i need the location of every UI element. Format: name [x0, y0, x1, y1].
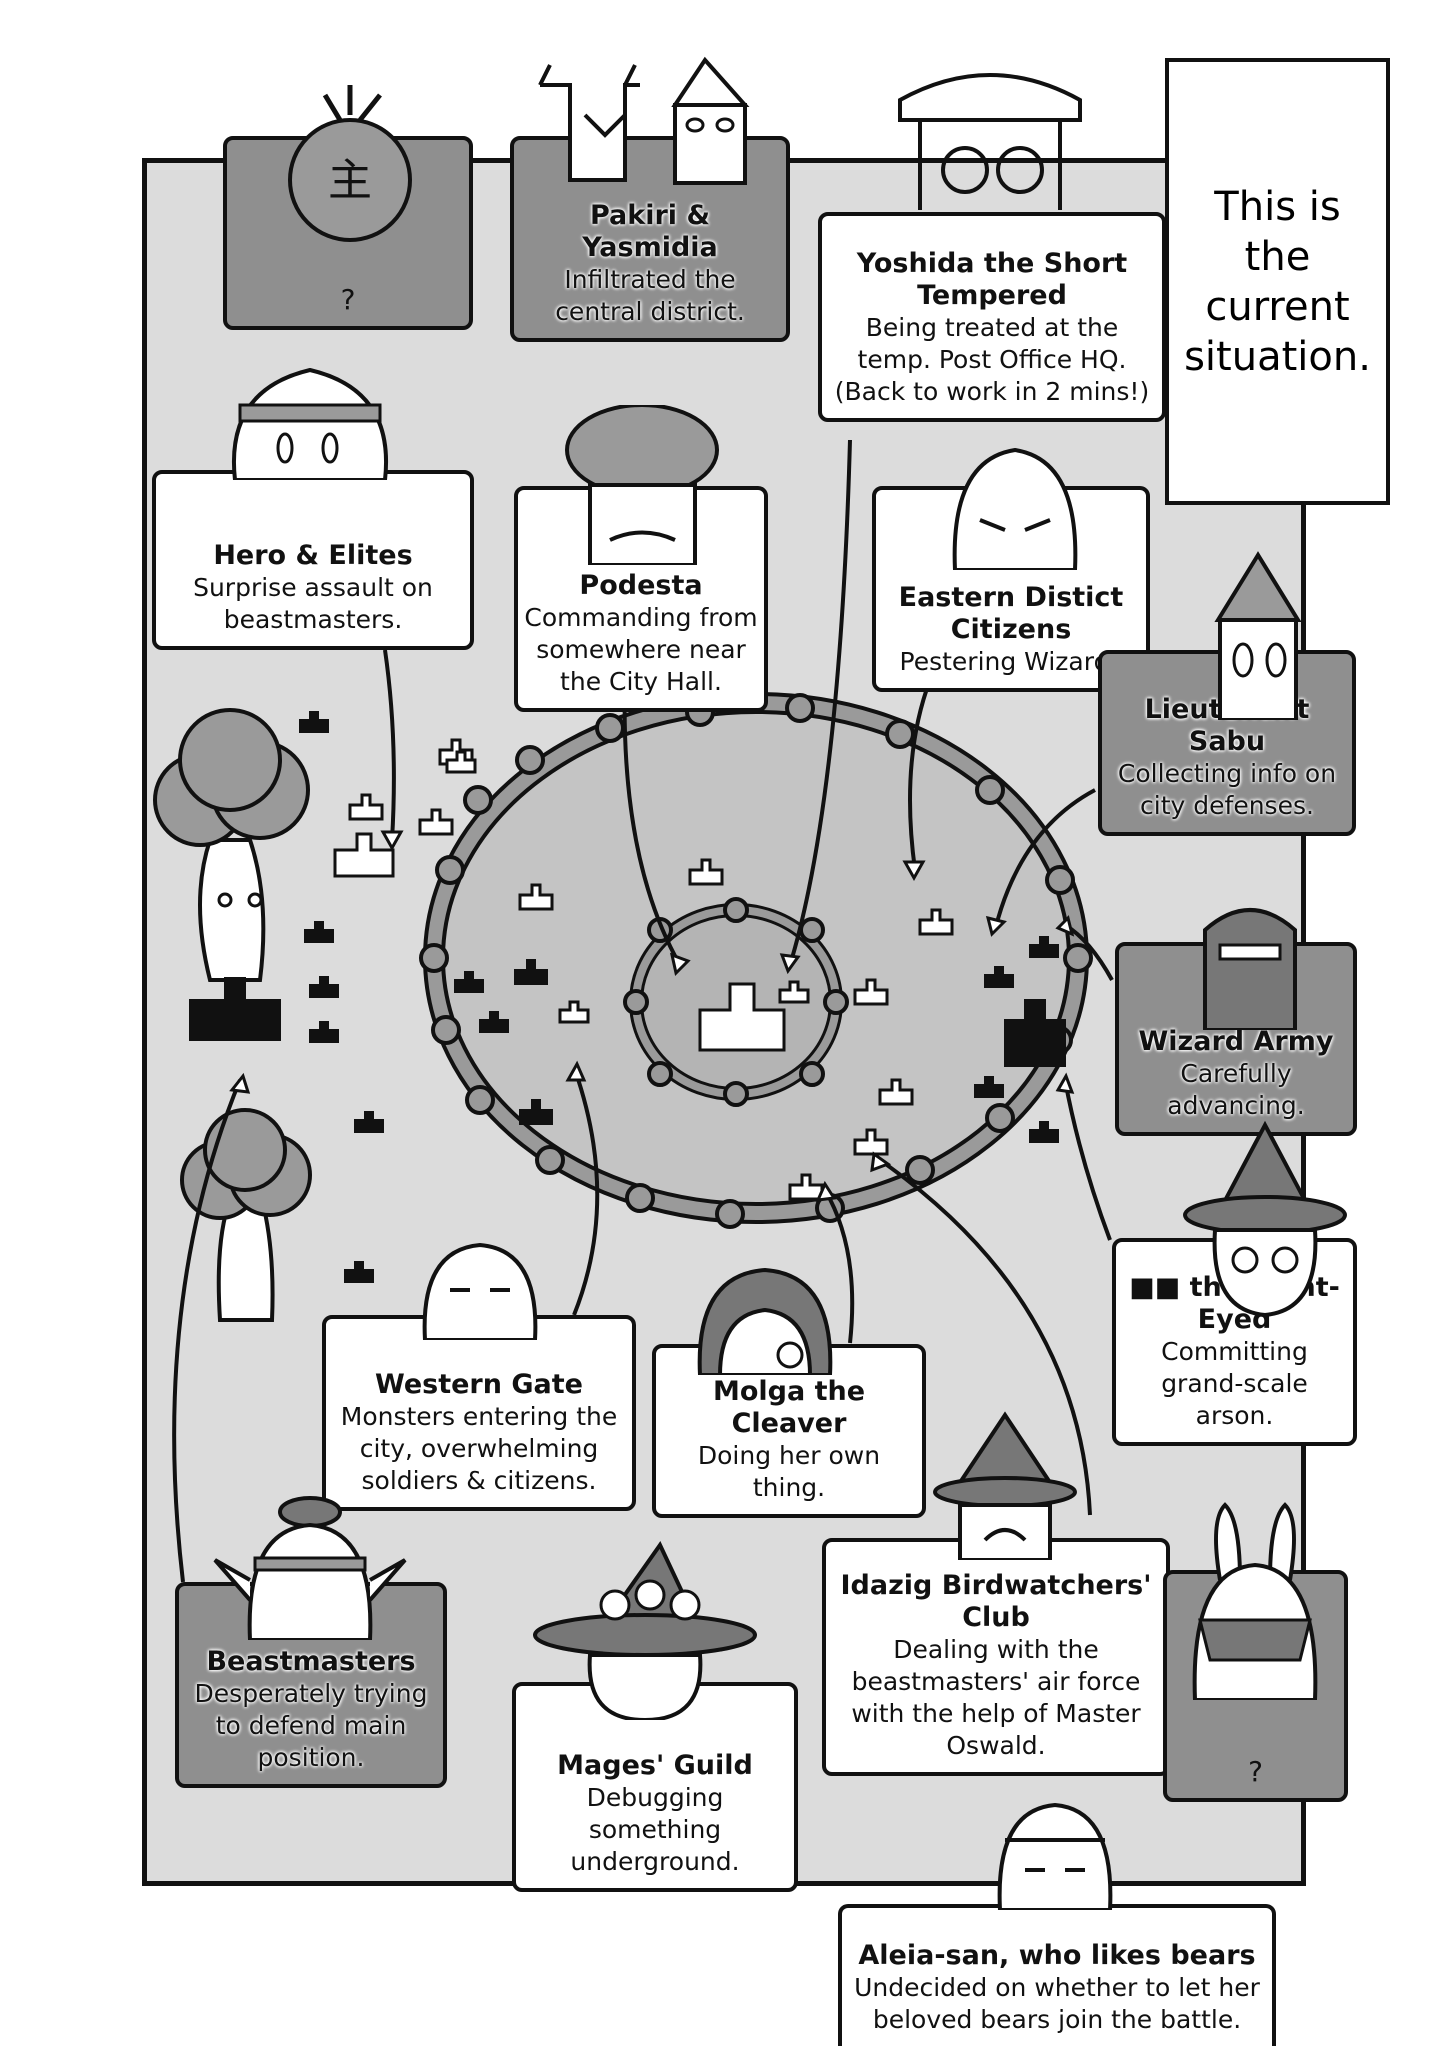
witch-hat-portrait-icon: [1183, 1120, 1347, 1318]
citizen-portrait-icon: [952, 447, 1078, 570]
hero-portrait-icon: [232, 367, 388, 480]
eastern-name: Eastern Distict Citizens: [898, 582, 1124, 645]
hero-name: Hero & Elites: [213, 540, 413, 571]
tree-large: [153, 708, 310, 982]
eight-eyed-desc: Committing grand-scale arson.: [1161, 1337, 1308, 1430]
kanji-label: 主: [328, 155, 372, 206]
aleia-portrait-icon: [997, 1802, 1113, 1910]
helmet-portrait-icon: [1203, 908, 1297, 1030]
defender-units: [333, 738, 954, 1201]
molga-desc: Doing her own thing.: [697, 1441, 881, 1502]
tree-small: [180, 1108, 312, 1322]
mages-guild-name: Mages' Guild: [557, 1750, 753, 1781]
aleia-desc: Undecided on whether to let her beloved …: [854, 1973, 1260, 2034]
turban-portrait-icon: [565, 405, 719, 565]
box-beastmasters: Beastmasters Desperately trying to defen…: [175, 1582, 447, 1788]
masked-figures-icon: [538, 56, 750, 185]
elf-portrait-icon: [213, 1496, 407, 1640]
soldier-portrait-icon: [422, 1242, 538, 1340]
idazig-desc: Dealing with the beastmasters' air force…: [851, 1635, 1141, 1760]
box-aleia: Aleia-san, who likes bears Undecided on …: [838, 1904, 1276, 2046]
wizard-army-name: Wizard Army: [1138, 1026, 1334, 1057]
beastmasters-name: Beastmasters: [206, 1646, 416, 1677]
birdwatcher-portrait-icon: [933, 1411, 1077, 1560]
eastern-desc: Pestering Wizards: [899, 647, 1123, 676]
arrow-heads: [229, 830, 1075, 1202]
yoshida-portrait-icon: [898, 73, 1082, 210]
yoshida-name: Yoshida the Short Tempered: [856, 248, 1128, 311]
yoshida-desc: Being treated at the temp. Post Office H…: [834, 313, 1150, 406]
podesta-desc: Commanding from somewhere near the City …: [524, 603, 758, 696]
molga-portrait-icon: [697, 1267, 833, 1375]
tomato-head-icon: 主: [288, 85, 412, 242]
western-gate-desc: Monsters entering the city, overwhelming…: [340, 1402, 618, 1495]
beastmasters-desc: Desperately trying to defend main positi…: [194, 1679, 428, 1772]
aleia-name: Aleia-san, who likes bears: [858, 1940, 1256, 1971]
molga-name: Molga the Cleaver: [712, 1376, 866, 1439]
attacker-units: [189, 711, 1066, 1283]
mage-hat-portrait-icon: [533, 1541, 757, 1720]
box-hero-elites: Hero & Elites Surprise assault on beastm…: [152, 470, 474, 650]
wizard-army-desc: Carefully advancing.: [1167, 1059, 1305, 1120]
idazig-name: Idazig Birdwatchers' Club: [840, 1570, 1152, 1633]
rabbit-mask-portrait-icon: [1192, 1502, 1318, 1700]
western-gate-name: Western Gate: [375, 1369, 583, 1400]
sabu-portrait-icon: [1214, 551, 1302, 720]
narration-box: This is the current situation.: [1165, 58, 1390, 505]
box-yoshida: Yoshida the Short Tempered Being treated…: [818, 212, 1166, 422]
pakiri-desc: Infiltrated the central district.: [555, 265, 745, 326]
box-mages-guild: Mages' Guild Debugging something undergr…: [512, 1682, 798, 1892]
pointer-arrows: [172, 439, 1114, 1583]
podesta-name: Podesta: [579, 570, 703, 601]
sabu-desc: Collecting info on city defenses.: [1117, 759, 1337, 820]
pakiri-name: Pakiri & Yasmidia: [582, 200, 718, 263]
mages-guild-desc: Debugging something underground.: [570, 1783, 740, 1876]
box-western-gate: Western Gate Monsters entering the city,…: [322, 1315, 636, 1511]
inner-wall-towers: [623, 897, 849, 1107]
unknown-mark-right: ?: [1248, 1755, 1263, 1788]
hero-desc: Surprise assault on beastmasters.: [193, 573, 433, 634]
box-idazig-birdwatchers: Idazig Birdwatchers' Club Dealing with t…: [822, 1538, 1170, 1776]
unknown-mark: ?: [340, 283, 356, 316]
